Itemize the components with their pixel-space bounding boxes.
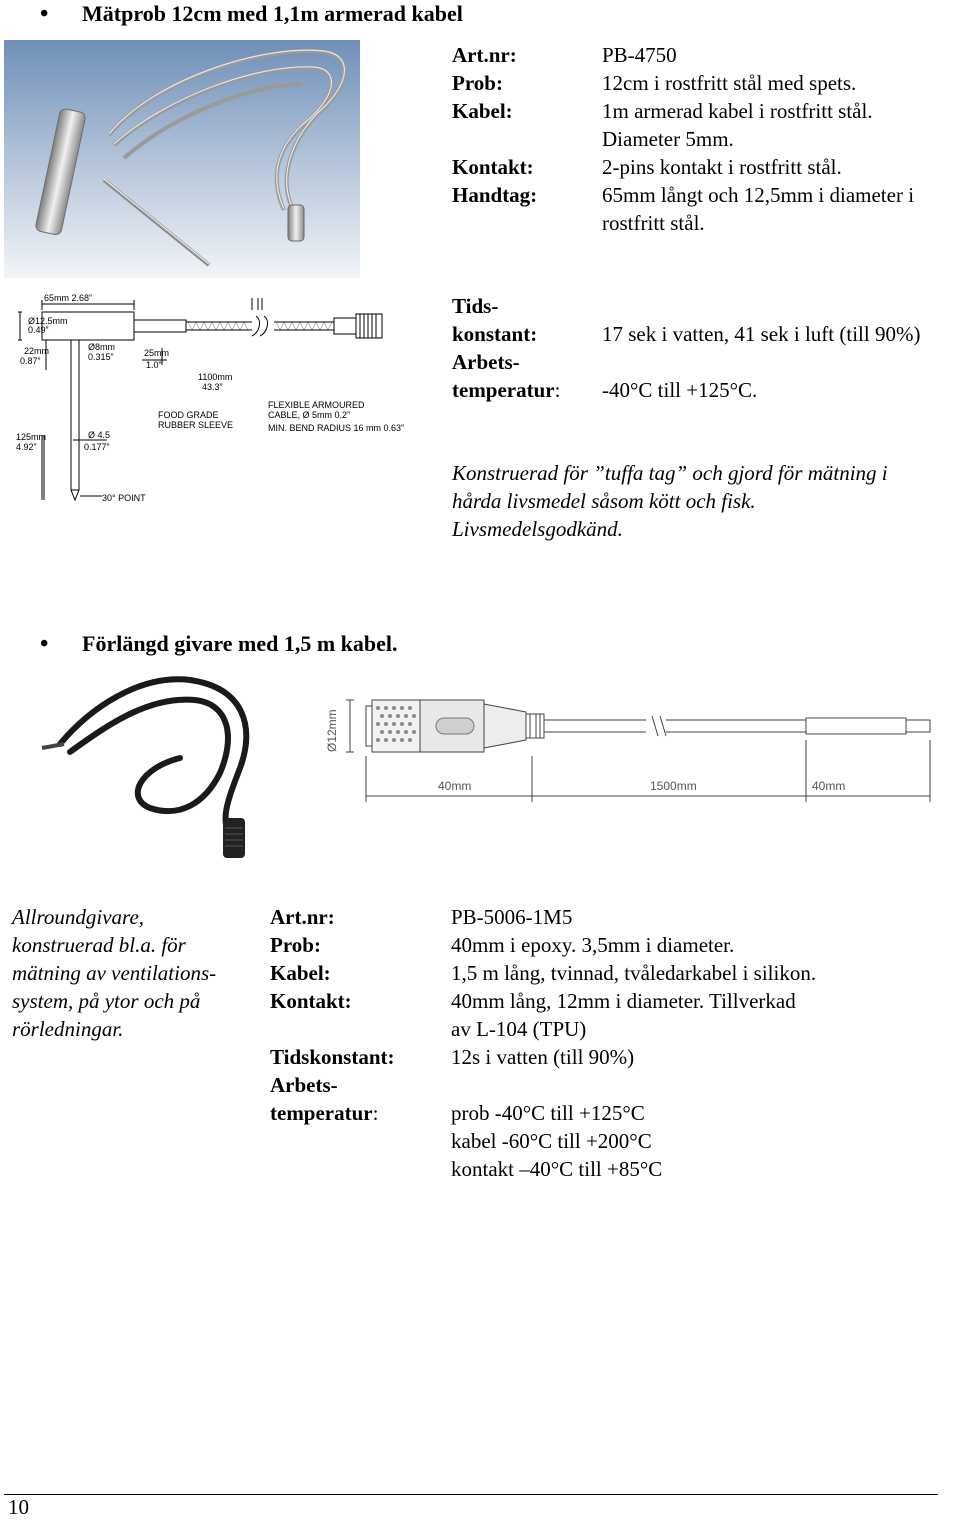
dim-25mm-label: 25mm [144,348,169,358]
spec-row: Arbets- [270,1073,338,1097]
dim-0177-label: 0.177” [84,442,110,452]
dim-0315-label: 0.315” [88,352,114,362]
bend-radius-label: MIN. BEND RADIUS 16 mm 0.63” [268,423,404,433]
dim-22mm-label: 22mm [24,346,49,356]
dim-125mm-label: Ø12.5mm [28,316,68,326]
spec-list-2: Art.nr:PB-5006-1M5 Prob:40mm i epoxy. 3,… [270,903,816,1183]
dim-492-label: 4.92” [16,442,37,452]
food-grade-label: FOOD GRADE [158,410,219,420]
dim-10-label: 1.0” [146,360,162,370]
dim-12mm-label: Ø12mm [325,709,339,752]
spec-row: av L-104 (TPU) [451,1017,587,1041]
probe-photo [4,40,360,278]
flexible-armoured-label: FLEXIBLE ARMOURED [268,400,365,410]
spec-row: kontakt –40°C till +85°C [451,1157,663,1181]
dim-125-len-label: 125mm [16,432,46,442]
dim-45-label: Ø 4.5 [88,430,110,440]
spec-list-1: Art.nr:PB-4750 Prob:12cm i rostfritt stå… [452,41,914,237]
extended-probe-drawing: Ø12mm 40mm 1500mm 40mm [316,690,938,810]
dim-40mm-right-label: 40mm [812,779,845,793]
bullet-icon: • [40,1,49,27]
spec-row: Kontakt:2-pins kontakt i rostfritt stål. [452,155,842,179]
footer-rule [4,1494,938,1495]
section1-heading: • Mätprob 12cm med 1,1m armerad kabel [40,1,463,27]
bullet-icon: • [40,631,49,657]
dim-433-label: 43.3” [202,382,223,392]
dim-65mm-label: 65mm 2.68” [44,293,92,303]
dim-087-label: 0.87” [20,356,41,366]
dim-40mm-left-label: 40mm [438,779,471,793]
spec-row: Art.nr:PB-4750 [452,43,677,67]
spec-row: Handtag:65mm långt och 12,5mm i diameter… [452,183,915,207]
cable-dia-label: CABLE, Ø 5mm 0.2” [268,410,350,420]
extended-probe-photo [30,668,276,866]
spec-row: kabel -60°C till +200°C [451,1129,652,1153]
spec-row: Prob:12cm i rostfritt stål med spets. [452,71,857,95]
description-2: Allroundgivare, konstruerad bl.a. för mä… [12,905,217,1041]
dim-8mm-label: Ø8mm [88,342,115,352]
probe-technical-drawing: 65mm 2.68” Ø12.5mm 0.49” 22mm 0.87” Ø8mm… [12,290,404,515]
dim-1500mm-label: 1500mm [650,779,697,793]
spec-row: Kabel:1m armerad kabel i rostfritt stål. [452,99,873,123]
spec-row: Diameter 5mm. [602,127,734,151]
dim-1100mm-label: 1100mm [198,372,232,382]
spec-row: Prob:40mm i epoxy. 3,5mm i diameter. [270,933,735,957]
spec-row: Tidskonstant:12s i vatten (till 90%) [270,1045,635,1069]
spec-row: Kontakt:40mm lång, 12mm i diameter. Till… [270,989,796,1013]
page-number: 10 [8,1495,29,1519]
spec-extra-1: Tids- konstant:17 sek i vatten, 41 sek i… [452,294,921,402]
section2-heading: • Förlängd givare med 1,5 m kabel. [40,631,398,657]
description-1: Konstruerad för ”tuffa tag” och gjord fö… [452,461,888,541]
spec-row: Art.nr:PB-5006-1M5 [270,905,573,929]
spec-row: Kabel:1,5 m lång, tvinnad, tvåledarkabel… [270,961,817,985]
point-label: 30° POINT [102,493,146,503]
dim-049-label: 0.49” [28,325,49,335]
rubber-sleeve-label: RUBBER SLEEVE [158,420,233,430]
spec-row: rostfritt stål. [602,211,705,235]
spec-row: temperatur:prob -40°C till +125°C [270,1101,645,1125]
